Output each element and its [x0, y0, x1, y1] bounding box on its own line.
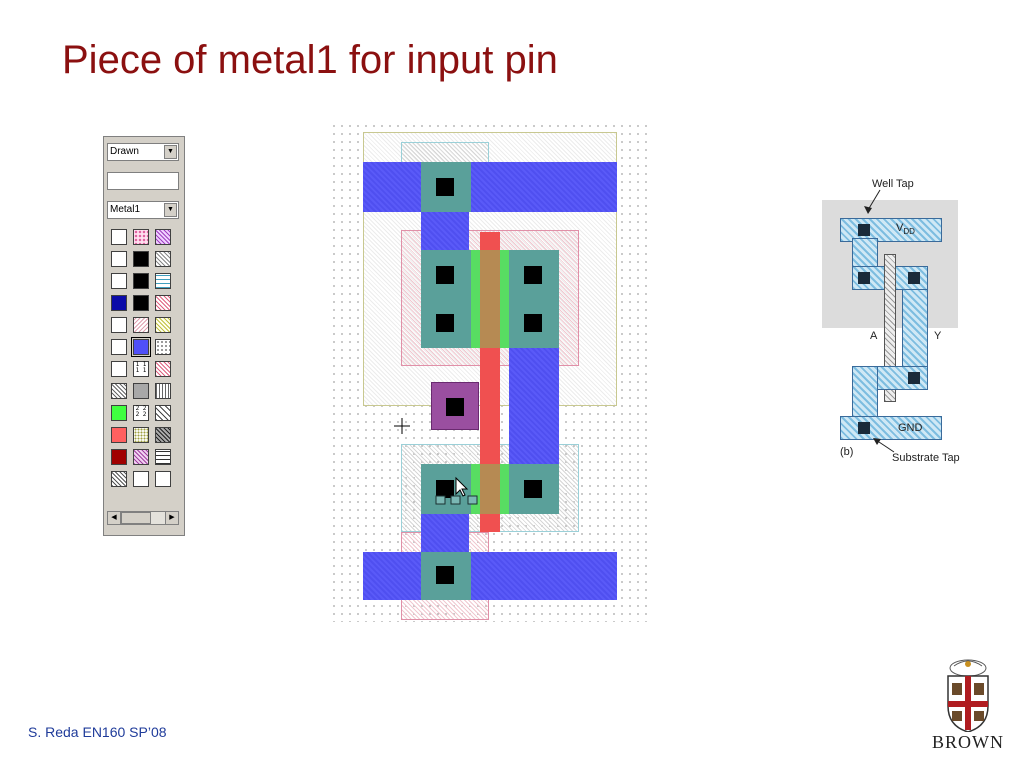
- contact: [908, 372, 920, 384]
- palette-scrollbar[interactable]: ◀ ▶: [107, 511, 179, 525]
- layer-swatch-pink-dots[interactable]: [133, 229, 149, 245]
- layer-swatch-red[interactable]: [111, 427, 127, 443]
- layer-swatch-yellow-x[interactable]: [155, 317, 171, 333]
- brown-logo: BROWN: [926, 656, 1010, 756]
- panel-label: (b): [840, 446, 854, 458]
- contact: [908, 272, 920, 284]
- swatch-digits: 1 1 1 1: [135, 361, 147, 374]
- contact: [436, 266, 454, 284]
- pmos-gate-poly: [480, 250, 500, 348]
- layer-swatch-white[interactable]: [111, 339, 127, 355]
- well-tap-label: Well Tap: [872, 178, 914, 190]
- scroll-left-icon[interactable]: ◀: [108, 512, 121, 524]
- logo-wordmark: BROWN: [932, 732, 1004, 752]
- arrow-icon: [864, 189, 881, 214]
- display-mode-select[interactable]: Drawn ▼: [107, 143, 179, 161]
- slide-footer: S. Reda EN160 SP’08: [28, 724, 167, 740]
- stick-diagram: Well Tap VDD A Y GND (b) Substrate Tap: [820, 176, 980, 468]
- contact: [436, 314, 454, 332]
- layer-filter-input[interactable]: [107, 172, 179, 190]
- swatch-digits: 2 2 2 2: [135, 405, 147, 418]
- arrow-icon: [873, 438, 895, 453]
- gnd-metal1-rail[interactable]: [363, 552, 617, 600]
- vdd-label: VDD: [896, 222, 915, 237]
- layer-swatch-cyan-grid[interactable]: [155, 273, 171, 289]
- poly-gate: [884, 254, 896, 402]
- pointer-cursor-icon: [435, 476, 478, 505]
- layer-swatch-white[interactable]: [111, 361, 127, 377]
- layer-swatch-pink-x[interactable]: [155, 295, 171, 311]
- layer-swatch-green[interactable]: [111, 405, 127, 421]
- layer-swatch-black[interactable]: [133, 273, 149, 289]
- contact: [524, 314, 542, 332]
- layer-swatch-white[interactable]: [111, 251, 127, 267]
- layer-swatch-white[interactable]: [111, 229, 127, 245]
- layer-swatch-grid[interactable]: [155, 449, 171, 465]
- layer-swatch-pink-x[interactable]: [155, 361, 171, 377]
- input-contact: [446, 398, 464, 416]
- active-layer-value: Metal1: [110, 204, 141, 215]
- layer-swatch-pink-hatch[interactable]: [133, 317, 149, 333]
- gnd-strap-metal1[interactable]: [421, 508, 469, 558]
- layer-swatch-digits-1[interactable]: 1 1 1 1: [133, 361, 149, 377]
- scroll-thumb[interactable]: [121, 512, 151, 524]
- well-tap-contact: [858, 224, 870, 236]
- nmos-source: [852, 366, 878, 418]
- layer-swatch-black[interactable]: [133, 295, 149, 311]
- contact: [524, 266, 542, 284]
- gnd-label: GND: [898, 422, 923, 434]
- output-label: Y: [934, 330, 942, 342]
- brown-crest-icon: [947, 659, 989, 732]
- layer-swatch-white[interactable]: [155, 471, 171, 487]
- layer-swatch-black[interactable]: [133, 251, 149, 267]
- layer-swatch-digits-2[interactable]: 2 2 2 2: [133, 405, 149, 421]
- layer-swatch-hatch[interactable]: [111, 471, 127, 487]
- layer-swatch-grid: 1 1 1 1 2 2 2 2: [107, 229, 179, 529]
- layer-swatch-white[interactable]: [111, 317, 127, 333]
- display-mode-value: Drawn: [110, 146, 139, 157]
- layer-swatch-gray[interactable]: [133, 383, 149, 399]
- chevron-down-icon[interactable]: ▼: [164, 203, 177, 217]
- layer-swatch-dark-red[interactable]: [111, 449, 127, 465]
- vdd-metal1-rail[interactable]: [363, 162, 617, 212]
- substrate-tap-contact: [858, 422, 870, 434]
- layer-swatch-checker[interactable]: [155, 251, 171, 267]
- contact: [524, 480, 542, 498]
- layer-swatch-purple-hatch[interactable]: [155, 229, 171, 245]
- layer-swatch-x-box[interactable]: [155, 405, 171, 421]
- well-tap-contact: [436, 178, 454, 196]
- contact: [858, 272, 870, 284]
- layer-swatch-gray-hatch[interactable]: [111, 383, 127, 399]
- layer-swatch-dots[interactable]: [155, 339, 171, 355]
- active-layer-select[interactable]: Metal1 ▼: [107, 201, 179, 219]
- chevron-down-icon[interactable]: ▼: [164, 145, 177, 159]
- input-pin-metal1[interactable]: [431, 382, 479, 430]
- layer-swatch-blue-selected[interactable]: [131, 337, 151, 357]
- layer-swatch-white[interactable]: [133, 471, 149, 487]
- layer-palette: Drawn ▼ Metal1 ▼ 1 1 1 1 2 2 2 2 ◀ ▶: [103, 136, 185, 536]
- contact: [436, 480, 454, 498]
- layer-swatch-white[interactable]: [111, 273, 127, 289]
- gnd-rail: [840, 416, 942, 440]
- layer-swatch-dark-check[interactable]: [155, 427, 171, 443]
- layer-swatch-yellow-dots[interactable]: [133, 427, 149, 443]
- layout-canvas[interactable]: [330, 122, 648, 622]
- substrate-tap-label: Substrate Tap: [892, 452, 960, 464]
- scroll-right-icon[interactable]: ▶: [165, 512, 178, 524]
- crosshair-cursor-icon: [394, 418, 410, 434]
- layer-swatch-lines[interactable]: [155, 383, 171, 399]
- layer-swatch-blue[interactable]: [111, 295, 127, 311]
- layer-swatch-purple-check[interactable]: [133, 449, 149, 465]
- nmos-gate-poly: [480, 464, 500, 514]
- slide-title: Piece of metal1 for input pin: [62, 38, 558, 82]
- input-label: A: [870, 330, 878, 342]
- substrate-tap-contact: [436, 566, 454, 584]
